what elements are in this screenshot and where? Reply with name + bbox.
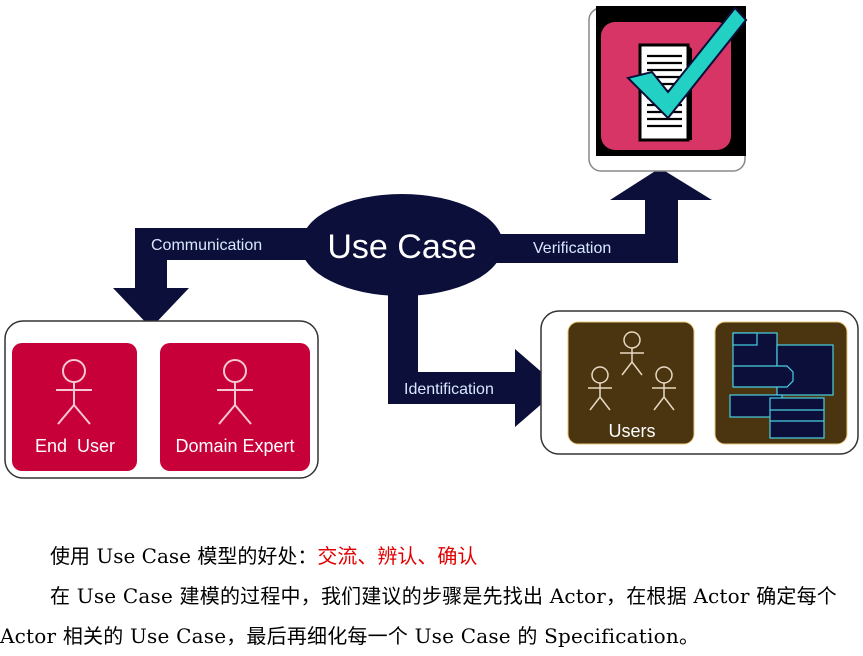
steps-paragraph: 在 Use Case 建模的过程中，我们建议的步骤是先找出 Actor，在根据 … xyxy=(0,584,837,648)
end-user-actor-icon xyxy=(56,359,92,425)
identification-box: Users xyxy=(540,310,859,455)
actors-box: End User Domain Expert xyxy=(4,320,319,479)
use-case-label: Use Case xyxy=(327,228,476,266)
use-case-ellipse: Use Case xyxy=(301,194,503,296)
identification-arrow: Identification xyxy=(388,270,560,427)
use-case-diagram: Verification Communication Identificatio… xyxy=(4,6,859,479)
checkmark-icon xyxy=(626,6,748,120)
identification-label: Identification xyxy=(404,381,494,398)
users-card: Users xyxy=(567,321,695,445)
verification-arrow: Verification xyxy=(470,168,712,263)
end-user-card: End User xyxy=(12,343,137,471)
domain-expert-card: Domain Expert xyxy=(160,343,310,471)
users-group-icon xyxy=(588,331,676,411)
benefits-paragraph: 使用 Use Case 模型的好处：交流、辨认、确认 xyxy=(0,536,863,576)
end-user-label: End User xyxy=(35,436,115,456)
benefits-lead: 使用 Use Case 模型的好处： xyxy=(50,544,318,568)
diagram-card xyxy=(714,321,848,445)
class-diagram-icon xyxy=(729,332,834,439)
communication-label: Communication xyxy=(151,237,262,254)
users-label: Users xyxy=(608,421,655,441)
verification-box xyxy=(588,6,748,172)
domain-expert-label: Domain Expert xyxy=(175,436,294,456)
verification-label: Verification xyxy=(533,240,611,257)
communication-arrow: Communication xyxy=(113,228,340,328)
benefits-highlight: 交流、辨认、确认 xyxy=(317,544,478,568)
domain-expert-actor-icon xyxy=(217,359,253,425)
